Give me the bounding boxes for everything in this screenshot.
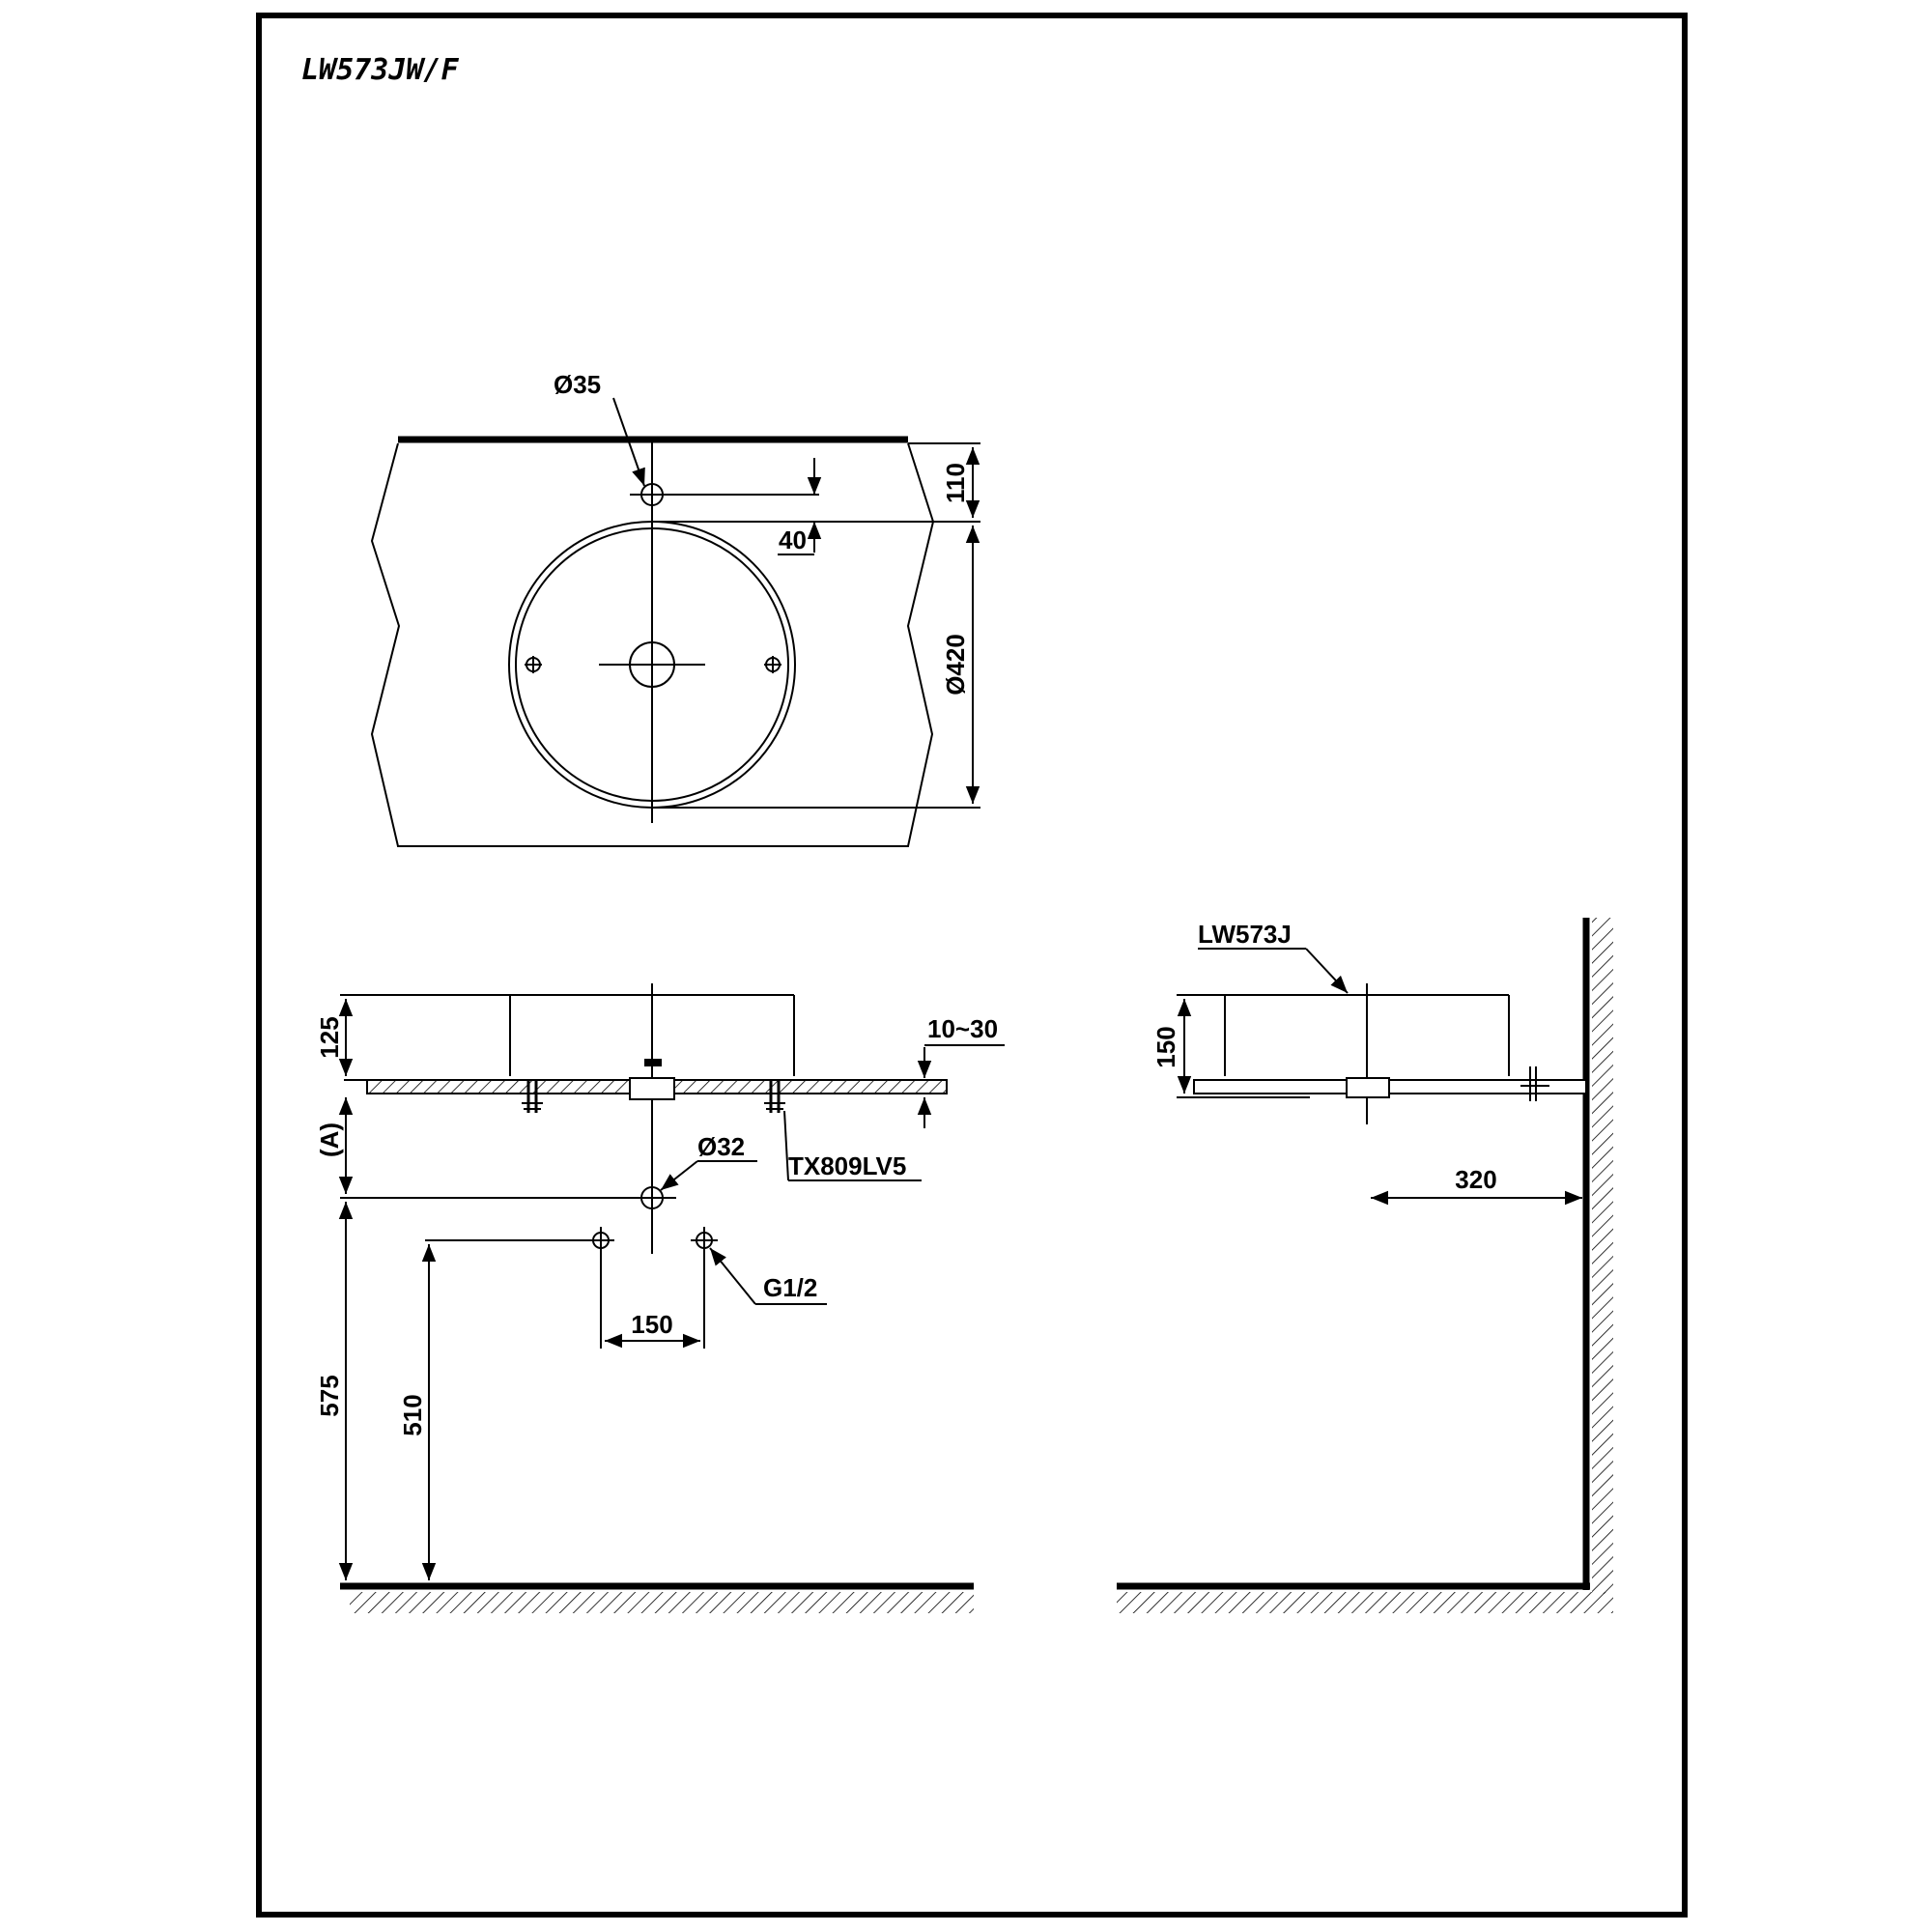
bowl-diameter-label: Ø420 xyxy=(941,634,970,696)
floor-hatch-front xyxy=(350,1592,974,1613)
fixing-kit-leader xyxy=(783,1110,789,1181)
drain-to-floor-label: 575 xyxy=(315,1375,344,1416)
mounting-hole-left xyxy=(525,656,542,673)
side-view: LW573J 150 320 xyxy=(1117,918,1613,1613)
countertop-outline xyxy=(370,442,935,847)
gap-dim-label: 40 xyxy=(779,526,807,554)
supply-point-left xyxy=(587,1227,614,1254)
top-view: Ø35 40 110 Ø420 xyxy=(370,370,980,847)
supply-thread-label: G1/2 xyxy=(763,1273,817,1302)
fixing-bolt-right xyxy=(764,1080,785,1113)
model-title: LW573JW/F xyxy=(301,53,459,87)
wall-distance-label: 320 xyxy=(1455,1165,1496,1194)
drain-fitting xyxy=(629,1077,675,1100)
side-bowl-height-label: 150 xyxy=(1151,1026,1180,1067)
mounting-hole-right xyxy=(764,656,781,673)
sheet-border xyxy=(256,13,1688,1918)
front-view: TX809LV5 125 10~30 (A) Ø32 xyxy=(315,983,1005,1613)
drain-pipe-hole xyxy=(628,1186,676,1209)
drain-plug xyxy=(644,1059,662,1066)
supply-spacing-label: 150 xyxy=(631,1310,672,1339)
side-model-label: LW573J xyxy=(1198,920,1292,949)
side-drain-fitting xyxy=(1346,1077,1390,1098)
drain-hole-diameter-label: Ø32 xyxy=(697,1132,745,1161)
wall-hatch xyxy=(1592,918,1613,1594)
supply-to-floor-label: 510 xyxy=(398,1394,427,1435)
floor-hatch-side xyxy=(1117,1592,1613,1613)
tap-hole-diameter-label: Ø35 xyxy=(554,370,601,399)
counter-thickness-label: 10~30 xyxy=(927,1014,998,1043)
drain-height-label: (A) xyxy=(315,1122,344,1157)
fixing-bolt-left xyxy=(522,1080,543,1113)
tap-hole-leader xyxy=(612,397,645,487)
side-tap-fixing xyxy=(1520,1066,1549,1101)
drain-hole-leader xyxy=(660,1160,698,1191)
bowl-height-label: 125 xyxy=(315,1016,344,1058)
supply-point-right xyxy=(691,1227,718,1254)
fixing-kit-label: TX809LV5 xyxy=(788,1151,906,1180)
supply-thread-leader xyxy=(709,1247,756,1305)
tap-offset-label: 110 xyxy=(941,463,970,503)
model-leader xyxy=(1305,948,1349,994)
